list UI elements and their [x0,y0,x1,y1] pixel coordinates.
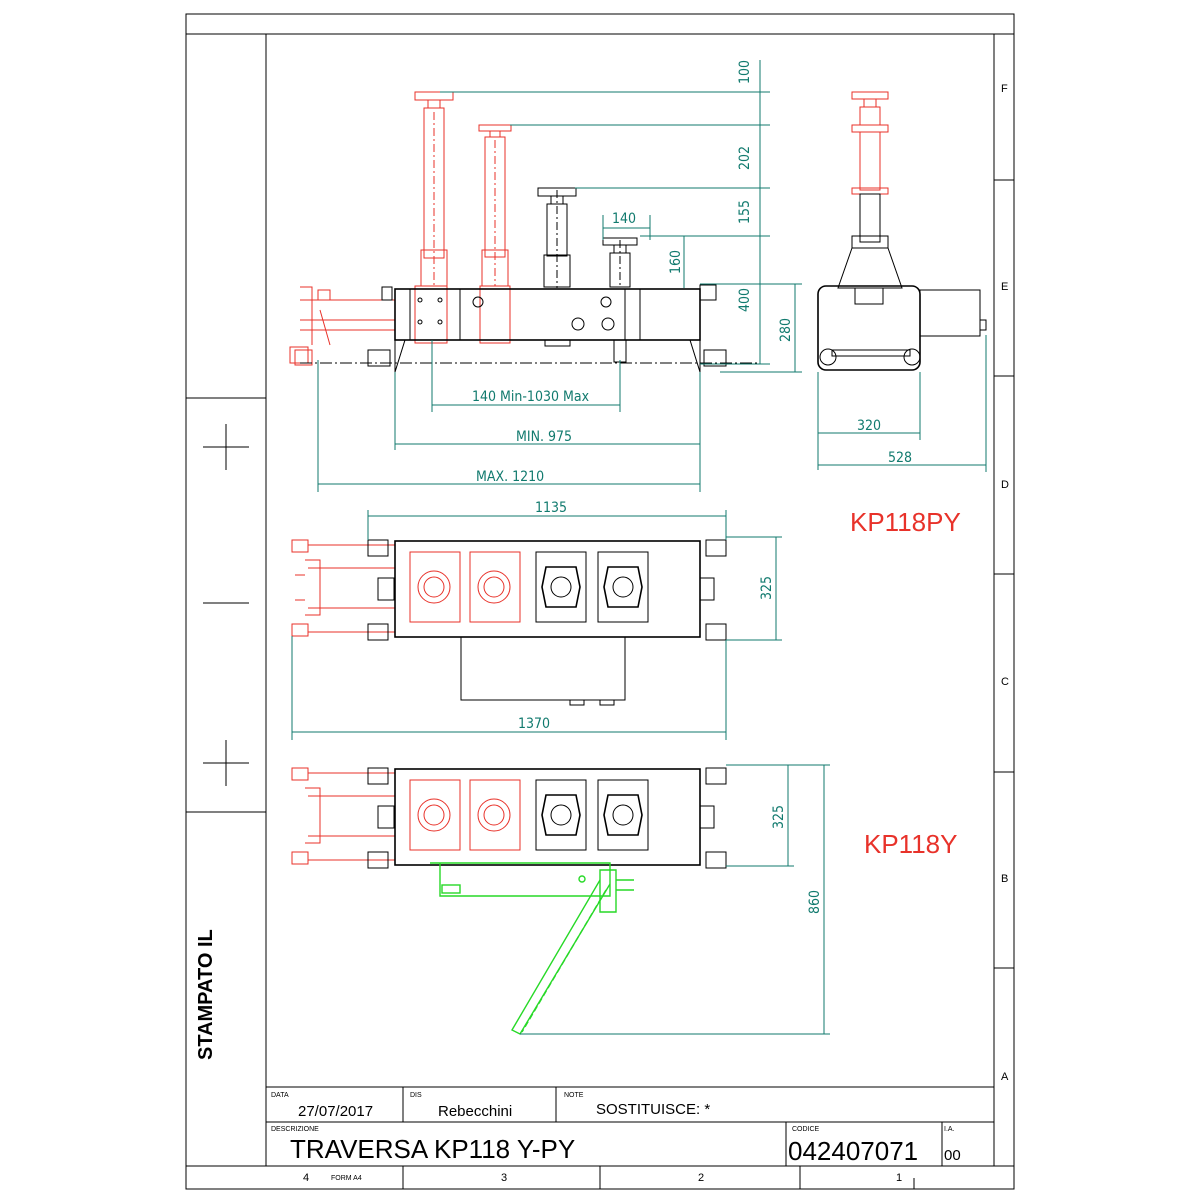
dim-155: 155 [737,200,753,224]
zone-label-b: B [1001,873,1008,885]
model-label-kp118y: KP118Y [864,829,957,859]
dim-325-bottom: 325 [771,805,787,829]
revision-label: I.A. [944,1126,955,1133]
dim-400: 400 [737,288,753,312]
zone-label-e: E [1001,281,1008,293]
dim-min-975: MIN. 975 [516,429,572,445]
dim-140: 140 [612,211,636,227]
note-value: SOSTITUISCE: * [596,1101,710,1118]
description-value: TRAVERSA KP118 Y-PY [290,1134,575,1164]
form-label: FORM A4 [331,1175,362,1182]
zone-label-a: A [1001,1071,1009,1083]
code-label: CODICE [792,1126,820,1133]
code-value: 042407071 [788,1136,918,1166]
dim-1135: 1135 [535,500,567,516]
swing-arm-optional [430,862,634,1035]
dim-325-top: 325 [759,576,775,600]
top-view-kp118py [291,539,727,706]
zone-label-c: C [1001,676,1009,688]
designer-label: DIS [410,1092,422,1099]
description-label: DESCRIZIONE [271,1126,319,1133]
column-label-3: 3 [501,1172,507,1184]
column-label-2: 2 [698,1172,704,1184]
dim-max-1210: MAX. 1210 [476,469,544,485]
side-stamp-label: STAMPATO IL [195,929,217,1060]
dim-160: 160 [668,250,684,274]
title-block [266,1086,994,1166]
dim-320: 320 [857,418,881,434]
date-value: 27/07/2017 [298,1103,373,1120]
date-label: DATA [271,1092,289,1099]
dim-528: 528 [888,450,912,466]
dim-860: 860 [807,890,823,914]
zone-label-d: D [1001,479,1009,491]
column-label-4: 4 [303,1172,309,1184]
dim-1370: 1370 [518,716,550,732]
sheet-frame [185,13,1015,1190]
side-view [817,91,987,371]
model-label-kp118py: KP118PY [850,507,961,537]
column-label-1: 1 [896,1172,902,1184]
dim-280: 280 [778,318,794,342]
dim-100: 100 [737,60,753,84]
dim-202: 202 [737,146,753,170]
dimension-lines [291,60,987,1035]
note-label: NOTE [564,1092,584,1099]
zone-label-f: F [1001,83,1008,95]
dim-stroke-range: 140 Min-1030 Max [472,389,590,405]
front-view [289,91,760,373]
revision-value: 00 [944,1147,961,1164]
top-view-kp118y [291,767,727,1035]
designer-value: Rebecchini [438,1103,512,1120]
